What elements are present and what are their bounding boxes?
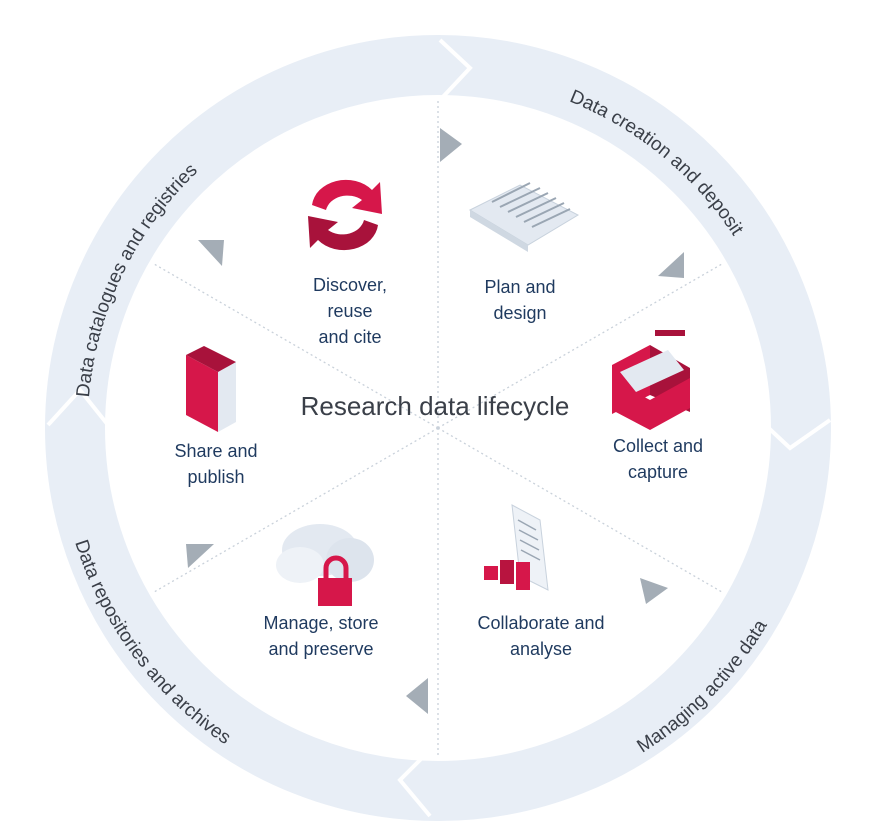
stage-label: Share and	[174, 441, 258, 461]
cloud-lock-icon	[276, 524, 374, 606]
arrow-triangle-icon	[198, 240, 224, 266]
chart-document-icon	[484, 504, 549, 591]
stage-label: capture	[627, 462, 689, 482]
stage-label: and preserve	[268, 639, 374, 659]
arrow-triangle-icon	[406, 678, 428, 714]
stage-label: Plan and	[484, 277, 556, 297]
stage-plan-design: Plan and design	[440, 274, 600, 326]
sector-dividers	[153, 100, 723, 756]
stage-label: Collaborate and	[477, 613, 605, 633]
book-icon	[186, 346, 236, 432]
stage-label: publish	[187, 467, 245, 487]
stage-manage-store-preserve: Manage, store and preserve	[241, 610, 401, 662]
stage-share-publish: Share and publish	[136, 438, 296, 490]
briefcase-icon	[612, 330, 690, 430]
stage-label: Discover,	[312, 275, 388, 295]
arrow-triangle-icon	[658, 252, 684, 278]
stage-label: analyse	[509, 639, 573, 659]
stage-label: Manage, store	[263, 613, 379, 633]
cycle-arrows-icon	[308, 179, 382, 251]
paper-stack-icon	[468, 182, 580, 252]
stage-collaborate-analyse: Collaborate and analyse	[461, 610, 621, 662]
arrow-triangle-icon	[440, 128, 462, 162]
outer-ring	[45, 35, 831, 821]
arrow-triangle-icon	[640, 578, 668, 604]
stage-label: Collect and	[612, 436, 704, 456]
stage-discover-reuse-cite: Discover, reuse and cite	[270, 272, 430, 350]
diagram-title: Research data lifecycle	[300, 391, 570, 421]
ring-seams	[46, 38, 832, 818]
stage-label: design	[493, 303, 547, 323]
arrow-triangle-icon	[186, 544, 214, 568]
stage-label: and cite	[318, 327, 382, 347]
stage-label: reuse	[327, 301, 373, 321]
stage-collect-capture: Collect and capture	[578, 433, 738, 485]
